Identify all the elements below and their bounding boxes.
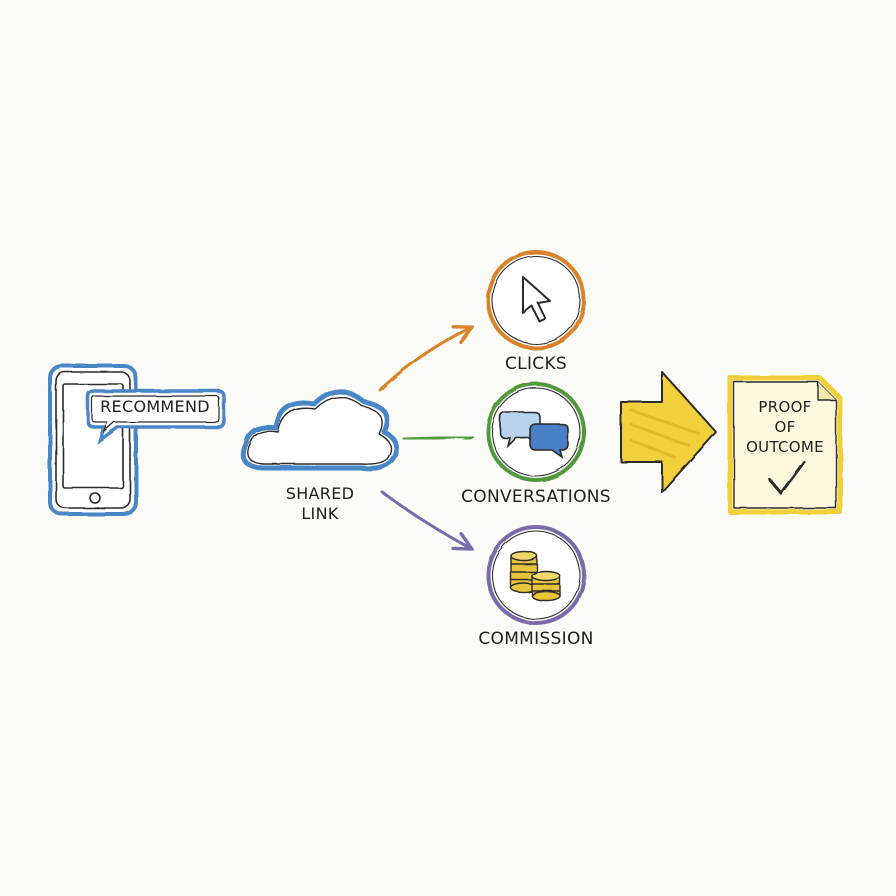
recommend-bubble bbox=[86, 389, 226, 445]
clicks-circle bbox=[486, 250, 586, 350]
coin-stacks-icon bbox=[510, 550, 561, 602]
proof-line1: PROOF bbox=[758, 398, 812, 416]
shared-link-label: SHARED LINK bbox=[260, 484, 380, 524]
commission-circle bbox=[486, 525, 586, 625]
arrow-hatching bbox=[629, 408, 701, 460]
cloud-icon bbox=[240, 389, 399, 471]
proof-document bbox=[727, 375, 843, 515]
chat-bubbles-icon bbox=[499, 411, 569, 459]
arrow-to-conversations bbox=[402, 437, 470, 439]
proof-line2: OF bbox=[774, 418, 796, 436]
clicks-label: CLICKS bbox=[505, 354, 567, 374]
conversations-label: CONVERSATIONS bbox=[461, 487, 611, 507]
arrow-to-commission bbox=[380, 490, 470, 548]
recommend-label: RECOMMEND bbox=[100, 397, 210, 416]
phone-icon bbox=[48, 364, 138, 516]
proof-label: PROOF OF OUTCOME bbox=[734, 397, 836, 457]
commission-label: COMMISSION bbox=[478, 629, 594, 649]
cursor-icon bbox=[522, 276, 551, 322]
conversations-circle bbox=[486, 382, 586, 482]
big-yellow-arrow bbox=[620, 371, 717, 493]
shared-link-line1: SHARED bbox=[285, 484, 355, 503]
arrow-to-clicks bbox=[378, 328, 470, 392]
checkmark-icon bbox=[768, 460, 806, 495]
shared-link-line2: LINK bbox=[301, 504, 339, 523]
proof-line3: OUTCOME bbox=[746, 438, 824, 456]
